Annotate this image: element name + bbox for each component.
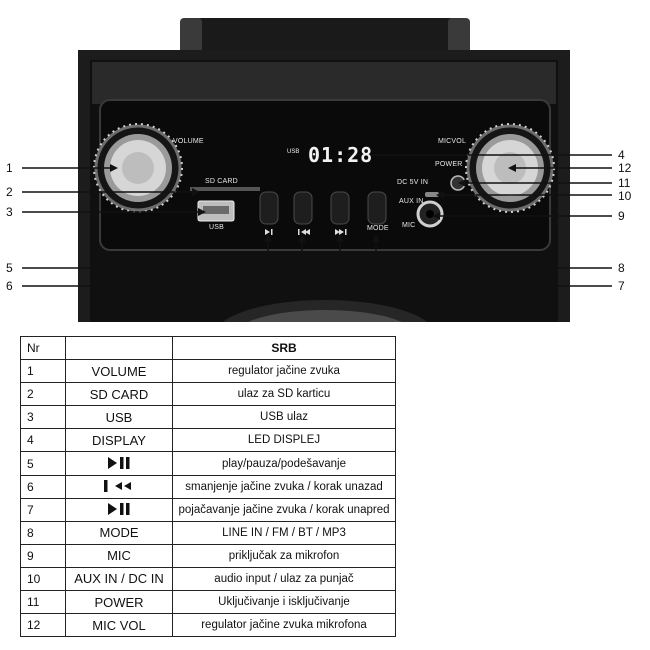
mode-label: MODE xyxy=(367,225,389,232)
callout-3: 3 xyxy=(6,205,13,219)
row-symbol xyxy=(65,451,173,476)
controls-legend-table: Nr SRB 1 VOLUME regulator jačine zvuka 2… xyxy=(20,335,396,638)
callout-1: 1 xyxy=(6,161,13,175)
row-desc: regulator jačine zvuka mikrofona xyxy=(172,613,396,638)
row-name: SD CARD xyxy=(65,382,173,407)
row-nr: 4 xyxy=(20,428,66,453)
row-nr: 10 xyxy=(20,566,66,592)
row-desc: audio input / ulaz za punjač xyxy=(172,566,396,592)
display-usb-indicator: USB xyxy=(287,149,300,155)
row-name: POWER xyxy=(65,590,173,615)
table-row: 3 USB USB ulaz xyxy=(20,405,396,430)
micvol-label: MICVOL xyxy=(438,138,467,145)
row-nr: 2 xyxy=(20,382,66,407)
row-nr: 9 xyxy=(20,543,66,568)
power-label: POWER xyxy=(435,161,463,168)
previous-track-icon xyxy=(102,477,136,495)
table-row: 8 MODE LINE IN / FM / BT / MP3 xyxy=(20,520,396,545)
table-row: 9 MIC priključak za mikrofon xyxy=(20,543,396,568)
row-nr: 5 xyxy=(20,451,66,476)
mic-label: MIC xyxy=(402,222,416,229)
table-row: 6 smanjenje jačine zvuka / korak unazad xyxy=(20,474,396,499)
callout-2: 2 xyxy=(6,185,13,199)
table-row: 1 VOLUME regulator jačine zvuka xyxy=(20,359,396,384)
table-row: 12 MIC VOL regulator jačine zvuka mikrof… xyxy=(20,613,396,638)
aux-label: AUX IN xyxy=(399,198,424,205)
row-desc: LINE IN / FM / BT / MP3 xyxy=(172,520,396,545)
speaker-illustration xyxy=(22,18,612,330)
row-nr: 12 xyxy=(20,613,66,638)
dc-label: DC 5V IN xyxy=(397,179,429,186)
row-symbol xyxy=(65,497,173,522)
callout-4: 4 xyxy=(618,148,625,162)
table-row: 2 SD CARD ulaz za SD karticu xyxy=(20,382,396,407)
row-desc: priključak za mikrofon xyxy=(172,543,396,568)
row-nr: 8 xyxy=(20,520,66,545)
header-name xyxy=(65,335,173,361)
row-desc: smanjenje jačine zvuka / korak unazad xyxy=(172,474,396,499)
play-pause-icon xyxy=(106,454,132,472)
row-nr: 3 xyxy=(20,405,66,430)
table-row: 10 AUX IN / DC IN audio input / ulaz za … xyxy=(20,566,396,592)
table-row: 4 DISPLAY LED DISPLEJ xyxy=(20,428,396,453)
table-row: 5 play/pauza/podešavanje xyxy=(20,451,396,476)
play-pause-icon xyxy=(106,500,132,518)
header-srb: SRB xyxy=(172,335,396,361)
row-name: USB xyxy=(65,405,173,430)
row-desc: play/pauza/podešavanje xyxy=(172,451,396,476)
speaker-control-panel-photo: VOLUME MICVOL SD CARD USB MODE POWER DC … xyxy=(6,18,632,330)
row-nr: 7 xyxy=(20,497,66,522)
callout-8: 8 xyxy=(618,261,625,275)
row-name: MIC VOL xyxy=(65,613,173,638)
row-nr: 6 xyxy=(20,474,66,499)
callout-12: 12 xyxy=(618,161,632,175)
table-row: 7 pojačavanje jačine zvuka / korak unapr… xyxy=(20,497,396,522)
header-nr: Nr xyxy=(20,335,66,361)
row-desc: ulaz za SD karticu xyxy=(172,382,396,407)
table-header-row: Nr SRB xyxy=(20,335,396,361)
callout-6: 6 xyxy=(6,279,13,293)
table-row: 11 POWER Uključivanje i isključivanje xyxy=(20,590,396,615)
row-symbol xyxy=(65,474,173,499)
volume-label: VOLUME xyxy=(173,138,204,145)
row-desc: pojačavanje jačine zvuka / korak unapred xyxy=(172,497,396,522)
row-name: DISPLAY xyxy=(65,428,173,453)
row-name: MODE xyxy=(65,520,173,545)
row-name: AUX IN / DC IN xyxy=(65,566,173,592)
row-nr: 11 xyxy=(20,590,66,615)
callout-5: 5 xyxy=(6,261,13,275)
row-desc: USB ulaz xyxy=(172,405,396,430)
sdcard-label: SD CARD xyxy=(205,178,238,185)
callout-7: 7 xyxy=(618,279,625,293)
callout-10: 10 xyxy=(618,189,632,203)
row-name: VOLUME xyxy=(65,359,173,384)
row-name: MIC xyxy=(65,543,173,568)
usb-label: USB xyxy=(209,224,224,231)
led-display: 01:28 xyxy=(308,143,374,167)
row-nr: 1 xyxy=(20,359,66,384)
row-desc: Uključivanje i isključivanje xyxy=(172,590,396,615)
callout-9: 9 xyxy=(618,209,625,223)
row-desc: LED DISPLEJ xyxy=(172,428,396,453)
callout-11: 11 xyxy=(618,176,631,190)
row-desc: regulator jačine zvuka xyxy=(172,359,396,384)
